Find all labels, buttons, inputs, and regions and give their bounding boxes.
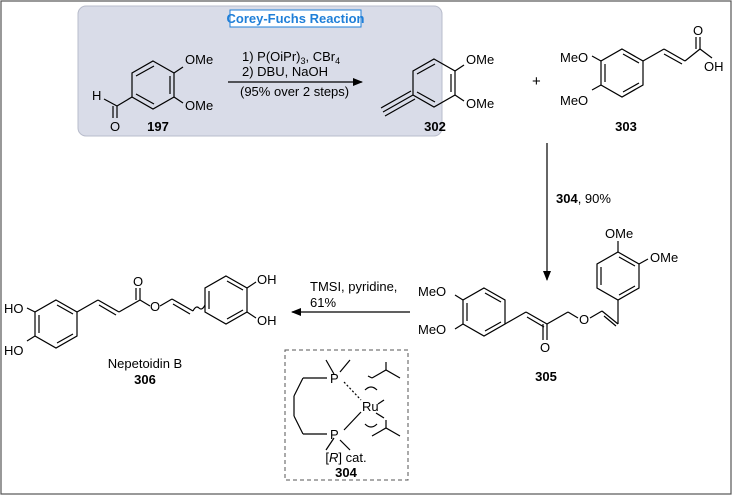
c303-meo-bottom: MeO [560, 93, 588, 108]
corey-fuchs-title-box [229, 9, 362, 28]
c306-name: Nepetoidin B [108, 356, 182, 371]
c197-ome-bottom: OMe [185, 98, 213, 113]
c197-o: O [110, 119, 120, 134]
corey-fuchs-box [77, 5, 443, 137]
c197-ome-top: OMe [185, 52, 213, 67]
c197-h: H [92, 88, 101, 103]
compound-197-bonds [103, 60, 184, 118]
cat304-label: [R] cat. [325, 450, 366, 465]
c303-o: O [693, 23, 703, 38]
step1-line2: 2) DBU, NaOH [242, 64, 328, 79]
c197-number: 197 [147, 119, 169, 134]
cat304-number: 304 [335, 465, 357, 480]
c306-ho-top: HO [4, 301, 24, 316]
step1-line1: 1) P(OiPr)3, CBr4 [242, 49, 340, 66]
c305-o-ester: O [579, 312, 589, 327]
plus-sign: + [532, 73, 541, 90]
step3-line1: TMSI, pyridine, [310, 279, 397, 294]
c306-o-ester: O [150, 299, 160, 314]
c303-meo-top: MeO [560, 50, 588, 65]
step1-line3: (95% over 2 steps) [240, 84, 349, 99]
c306-oh-top: OH [257, 272, 277, 287]
c302-ome-top: OMe [466, 52, 494, 67]
step2-label: 304, 90% [556, 191, 611, 206]
c305-meo-top: MeO [418, 284, 446, 299]
catalyst-304-bonds [293, 359, 401, 451]
c306-o-carbonyl: O [133, 274, 143, 289]
compound-302-bonds [380, 58, 465, 117]
step3-line2: 61% [310, 295, 336, 310]
catalyst-304-box [284, 349, 409, 481]
c305-o-carbonyl: O [540, 340, 550, 355]
c305-ome-top: OMe [605, 226, 633, 241]
compound-306-bonds [26, 275, 257, 349]
c302-number: 302 [424, 119, 446, 134]
compound-303-bonds [591, 37, 713, 98]
compound-305-bonds [454, 241, 649, 340]
c302-ome-bottom: OMe [466, 96, 494, 111]
cat304-ru: Ru [362, 399, 379, 414]
c303-number: 303 [615, 119, 637, 134]
c305-ome-right: OMe [650, 250, 678, 265]
c306-number: 306 [134, 372, 156, 387]
c306-oh-bottom: OH [257, 313, 277, 328]
c305-number: 305 [535, 369, 557, 384]
cat304-p-top: P [330, 371, 339, 386]
cat304-p-bottom: P [330, 427, 339, 442]
corey-fuchs-title: Corey-Fuchs Reaction [227, 11, 365, 26]
c303-oh: OH [704, 59, 724, 74]
c305-meo-bottom: MeO [418, 322, 446, 337]
c306-ho-bottom: HO [4, 343, 24, 358]
